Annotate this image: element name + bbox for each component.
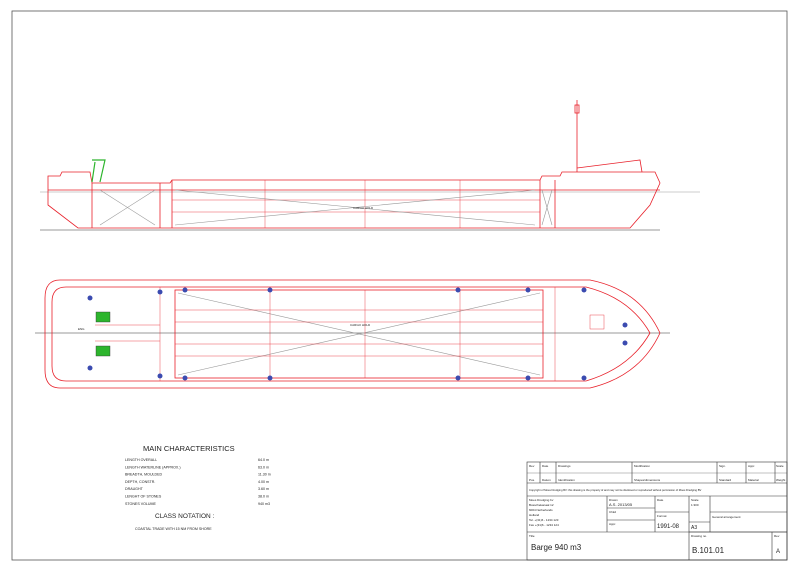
- date-label: Date: [657, 498, 664, 502]
- class-notation-title: CLASS NOTATION :: [155, 513, 215, 520]
- company-address-line: Tel. +(31)6 - 1234 123: [529, 518, 559, 522]
- format-value: A3: [691, 525, 697, 531]
- company-address-line: 6004 Netherlands: [529, 508, 553, 512]
- drawn-value: A.S. 2013/05: [609, 502, 633, 507]
- characteristic-label: LENGHT OF STONES: [125, 495, 162, 499]
- company-address-line: Holland: [529, 513, 540, 517]
- format-label: Format: [657, 514, 667, 518]
- description-label: General arrangement: [712, 515, 741, 519]
- title-block-header: Datum: [542, 478, 551, 482]
- date-value: 1991-08: [657, 524, 680, 530]
- characteristic-label: LENGTH OVERALL: [125, 458, 157, 462]
- approved-label: Appr.: [609, 522, 616, 526]
- drawing-number-label: Drawing no.: [691, 534, 707, 538]
- side-view: CARGO HOLD: [40, 100, 700, 231]
- characteristic-value: 4.00 m: [258, 480, 269, 484]
- plan-cargo-label: CARGO HOLD: [350, 323, 371, 327]
- characteristic-value: 3.60 m: [258, 487, 269, 491]
- title-label: Title: [529, 534, 535, 538]
- characteristic-value: 11.30 m: [258, 473, 271, 477]
- title-block-header: Sign.: [719, 464, 726, 468]
- characteristic-value: 64.0 m: [258, 458, 269, 462]
- drawn-label: Drawn: [609, 498, 618, 502]
- characteristic-value: 63.0 m: [258, 465, 269, 469]
- characteristic-label: STONES VOLUME: [125, 502, 156, 506]
- scale-value: 1:300: [691, 503, 699, 507]
- characteristic-label: LENGTH WATERLINE (APPROX.): [125, 465, 181, 469]
- winch-icon: [95, 311, 111, 323]
- plan-aft-label: ENG: [78, 327, 85, 331]
- title-block-header: Rev: [529, 464, 535, 468]
- bollard-icons: [87, 287, 628, 381]
- side-hull-outline: [47, 171, 661, 229]
- main-characteristics: MAIN CHARACTERISTICS LENGTH OVERALL 64.0 …: [125, 444, 271, 531]
- title-block: [526, 461, 788, 561]
- title-block-header: Material: [748, 478, 759, 482]
- title-block-header: Modification: [634, 464, 650, 468]
- title-block-header: Identification: [558, 478, 575, 482]
- checked-label: Chkd: [609, 510, 616, 514]
- plan-hull-outline: [44, 279, 661, 389]
- revision-value: A: [776, 549, 780, 555]
- copyright-notice: Copyright of Moes Dredging BV: this draw…: [529, 488, 701, 492]
- company-address-line: Fax +(31)6 - 1234 124: [529, 523, 559, 527]
- characteristic-value: 940 m3: [258, 502, 270, 506]
- drawing-number: B.101.01: [692, 546, 725, 555]
- revision-label: Rev: [774, 534, 780, 538]
- scale-label: Scale: [691, 498, 699, 502]
- characteristics-title: MAIN CHARACTERISTICS: [143, 444, 235, 453]
- characteristic-value: 38.0 m: [258, 495, 269, 499]
- company-address-line: Bosschekanaal 12: [529, 503, 554, 507]
- characteristic-label: BREADTH, MOULDED: [125, 473, 163, 477]
- winch-icon: [95, 345, 111, 357]
- cargo-hold: [174, 289, 544, 379]
- title-block-header: Date: [542, 464, 549, 468]
- class-notation-text: COASTAL TRADE WITH 15 NM FROM SHORE: [135, 527, 212, 531]
- characteristic-label: DRAUGHT: [125, 487, 144, 491]
- title-block-header: Drawings: [558, 464, 571, 468]
- title-block-header: Scale: [776, 464, 784, 468]
- characteristic-label: DEPTH, CONSTR.: [125, 480, 155, 484]
- company-address-line: Moes Dredging bv: [529, 498, 554, 502]
- title-block-header: Standard: [719, 478, 732, 482]
- title-block-header: Pos.: [529, 478, 535, 482]
- side-cargo-label: CARGO HOLD: [353, 206, 374, 210]
- title-block-header: Weight: [776, 478, 785, 482]
- crane-icon: [91, 159, 106, 183]
- drawing-title: Barge 940 m3: [531, 543, 582, 552]
- plan-view: CARGO HOLD ENG: [35, 279, 670, 389]
- sheet-border: [11, 10, 788, 561]
- title-block-header: Shapes/dimensions: [634, 478, 661, 482]
- title-block-header: Appr.: [748, 464, 755, 468]
